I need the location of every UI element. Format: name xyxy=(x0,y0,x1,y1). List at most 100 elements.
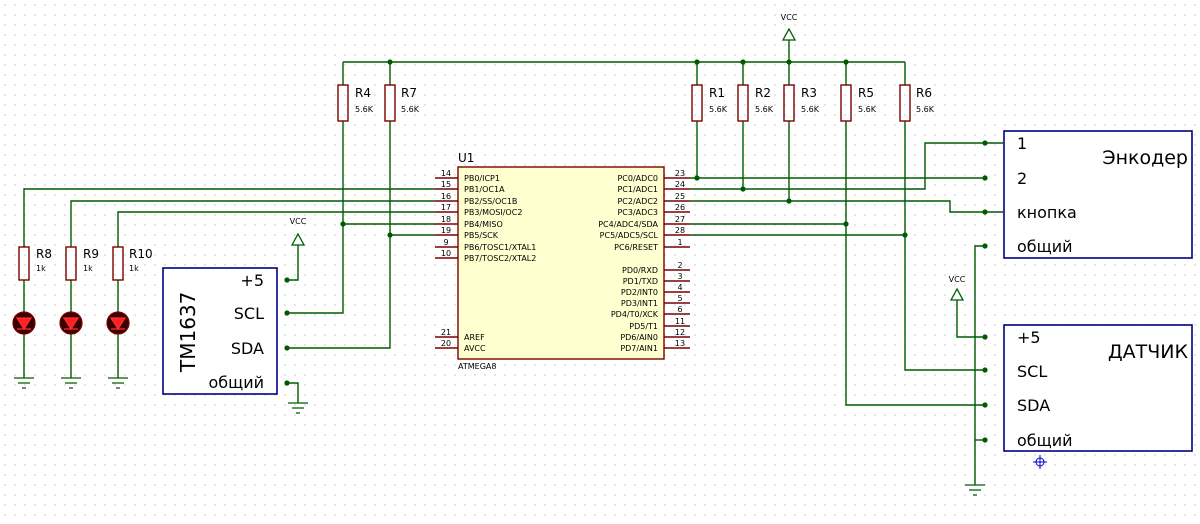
resistor-r3: R3 5.6K xyxy=(783,84,820,122)
sensor-title: ДАТЧИК xyxy=(1108,341,1189,363)
resistor-ref: R10 xyxy=(129,247,153,261)
resistor-ref: R1 xyxy=(709,86,725,100)
pin-number: 15 xyxy=(441,180,451,189)
pin-name: PB3/MOSI/OC2 xyxy=(464,208,522,217)
pin-name: PB2/SS/OC1B xyxy=(464,197,517,206)
sensor-pin-label: общий xyxy=(1017,431,1073,450)
pin-number: 20 xyxy=(441,339,451,348)
resistor-ref: R6 xyxy=(916,86,932,100)
resistor-ref: R8 xyxy=(36,247,52,261)
pin-number: 10 xyxy=(441,249,451,258)
pin-name: PC1/ADC1 xyxy=(617,185,658,194)
resistor-ref: R2 xyxy=(755,86,771,100)
resistor-value: 5.6K xyxy=(709,105,728,114)
tm1637-pin-label: SDA xyxy=(231,339,264,358)
pin-name: PC3/ADC3 xyxy=(617,208,658,217)
pin-name: PD3/INT1 xyxy=(621,299,658,308)
pin-name: PD5/T1 xyxy=(629,322,658,331)
pin-name: PB0/ICP1 xyxy=(464,174,500,183)
resistor-value: 5.6K xyxy=(401,105,420,114)
resistor-r4: R4 5.6K xyxy=(337,84,374,122)
pin-name: PB1/OC1A xyxy=(464,185,505,194)
resistor-value: 1k xyxy=(36,264,46,273)
resistor-ref: R9 xyxy=(83,247,99,261)
vcc-label: VCC xyxy=(290,217,307,226)
resistor-value: 5.6K xyxy=(755,105,774,114)
resistor-value: 1k xyxy=(83,264,93,273)
encoder-pin-label: кнопка xyxy=(1017,203,1077,222)
pin-name: PC4/ADC4/SDA xyxy=(598,220,658,229)
encoder-pin-label: общий xyxy=(1017,237,1073,256)
led-3 xyxy=(106,311,130,335)
resistor-value: 5.6K xyxy=(858,105,877,114)
tm1637-title: TM1637 xyxy=(176,292,200,373)
tm1637-module: TM1637 +5 SCL SDA общий xyxy=(162,267,278,395)
mcu-atmega8: U1 ATMEGA8 1 4 PB0/ICP1 15 PB1/OC1A 16 PB… xyxy=(435,151,690,371)
pin-name: AREF xyxy=(464,333,485,342)
pin-name: PD7/AIN1 xyxy=(620,344,658,353)
led-2 xyxy=(59,311,83,335)
pin-name: PC5/ADC5/SCL xyxy=(600,231,659,240)
pin-number: 27 xyxy=(675,215,685,224)
resistor-r6: R6 5.6K xyxy=(899,84,935,122)
vcc-label: VCC xyxy=(781,13,798,22)
tm1637-pin-label: +5 xyxy=(240,271,264,290)
resistor-r2: R2 5.6K xyxy=(737,84,774,122)
pin-name: PC6/RESET xyxy=(614,243,658,252)
pin-number: 9 xyxy=(443,238,448,247)
pin-number: 28 xyxy=(675,226,685,235)
pin-number: 26 xyxy=(675,203,685,212)
sensor-pin-label: SCL xyxy=(1017,362,1047,381)
pin-number: 16 xyxy=(441,192,451,201)
resistor-ref: R7 xyxy=(401,86,417,100)
pin-name: PD6/AIN0 xyxy=(620,333,658,342)
pin-number: 1 xyxy=(677,238,682,247)
pin-name: PD2/INT0 xyxy=(621,288,658,297)
sensor-module: ДАТЧИК +5 SCL SDA общий xyxy=(1003,324,1193,452)
pin-number: 13 xyxy=(675,339,685,348)
resistor-value: 5.6K xyxy=(801,105,820,114)
pin-number: 19 xyxy=(441,226,451,235)
sensor-pin-label: +5 xyxy=(1017,328,1041,347)
encoder-title: Энкодер xyxy=(1102,147,1188,169)
mcu-part: ATMEGA8 xyxy=(458,362,496,371)
pin-number: 4 xyxy=(677,283,682,292)
pin-number: 5 xyxy=(677,294,682,303)
vcc-sensor: VCC xyxy=(949,275,966,301)
resistor-r7: R7 5.6K xyxy=(384,84,420,122)
tm1637-pin-label: SCL xyxy=(234,304,264,323)
pin-name: PD4/T0/XCK xyxy=(611,310,659,319)
pin-name: PD0/RXD xyxy=(622,266,658,275)
vcc-top: VCC xyxy=(781,13,798,41)
pin-number: 23 xyxy=(675,169,685,178)
pin-name: PB6/TOSC1/XTAL1 xyxy=(464,243,536,252)
junctions xyxy=(284,59,988,443)
pin-name: AVCC xyxy=(464,344,486,353)
pin-name: PC2/ADC2 xyxy=(617,197,658,206)
pin-number: 17 xyxy=(441,203,451,212)
resistor-ref: R5 xyxy=(858,86,874,100)
pin-name: PC0/ADC0 xyxy=(617,174,658,183)
resistor-ref: R4 xyxy=(355,86,371,100)
resistor-ref: R3 xyxy=(801,86,817,100)
crosshair-icon xyxy=(1033,455,1047,469)
pin-number: 21 xyxy=(441,328,451,337)
led-1 xyxy=(12,311,36,335)
pin-number: 3 xyxy=(677,272,682,281)
pin-number: 25 xyxy=(675,192,685,201)
tm1637-pin-label: общий xyxy=(208,373,264,392)
wires xyxy=(23,40,1003,485)
resistor-r1: R1 5.6K xyxy=(691,84,728,122)
encoder-pin-label: 1 xyxy=(1017,134,1027,153)
resistor-r5: R5 5.6K xyxy=(840,84,877,122)
encoder-pin-label: 2 xyxy=(1017,169,1027,188)
resistor-value: 1k xyxy=(129,264,139,273)
resistor-r10: R10 1k xyxy=(112,246,153,281)
pin-number: 11 xyxy=(675,317,685,326)
pin-name: PB4/MISO xyxy=(464,220,503,229)
pin-number: 12 xyxy=(675,328,685,337)
encoder-module: Энкодер 1 2 кнопка общий xyxy=(1003,130,1193,259)
mcu-ref: U1 xyxy=(458,151,474,165)
pin-number: 18 xyxy=(441,215,451,224)
